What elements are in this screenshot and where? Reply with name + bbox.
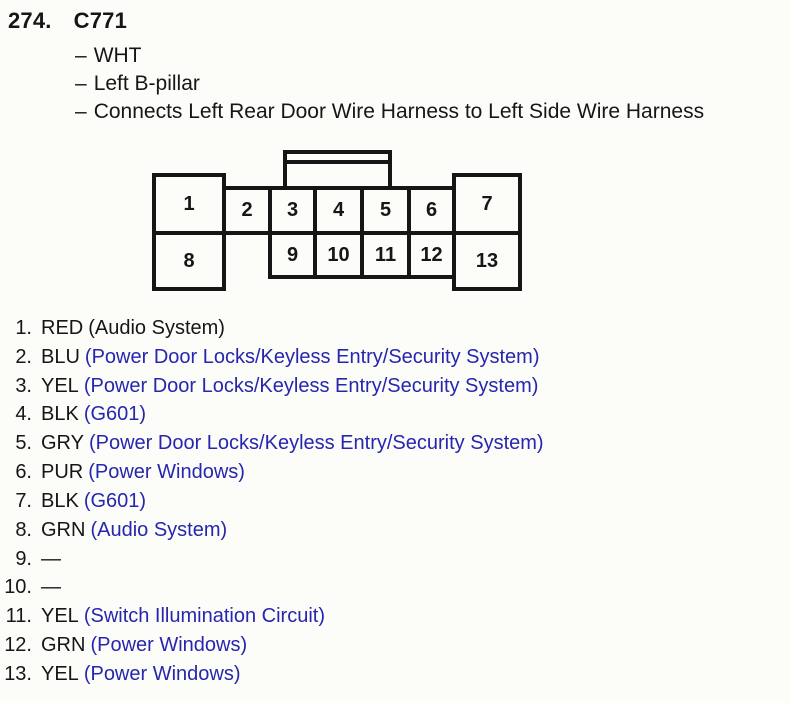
wire-color: GRY [41,432,84,455]
detail-text: WHT [93,44,142,67]
pin-row-8: 8. GRN(Audio System) [0,516,544,545]
latch-tab-line [287,160,388,164]
pin-number: 7. [15,489,32,512]
detail-line-location: –Left B-pillar [75,70,704,98]
circuit-link[interactable]: (Power Windows) [88,461,245,484]
detail-text: Connects Left Rear Door Wire Harness to … [93,100,705,124]
pin-cell-7: 7 [452,173,522,235]
pin-row-10: 10. — [0,573,544,602]
pin-cell-label: 4 [332,199,345,221]
wire-color: — [41,576,61,599]
circuit-link[interactable]: (Audio System) [90,518,228,541]
pin-row-2: 2. BLU(Power Door Locks/Keyless Entry/Sec… [0,343,544,372]
detail-line-color: –WHT [75,42,704,70]
dash-bullet: – [75,72,87,96]
pin-row-1: 1. RED(Audio System) [0,314,544,343]
circuit-link[interactable]: (G601) [83,489,147,512]
pin-cell-10: 10 [313,231,364,279]
pin-cell-12: 12 [407,231,456,279]
pin-row-11: 11. YEL(Switch Illumination Circuit) [0,602,544,631]
pin-number: 11. [5,605,32,628]
pin-number: 4. [15,403,32,426]
pin-cell-label: 9 [286,243,299,266]
pin-cell-11: 11 [360,231,411,279]
wire-color: YEL [41,374,79,397]
pin-row-9: 9. — [0,545,544,574]
pin-cell-label: 7 [481,192,493,215]
pin-row-3: 3. YEL(Power Door Locks/Keyless Entry/Sec… [0,372,544,401]
pin-number: 6. [15,461,32,484]
pin-cell-4: 4 [313,186,364,235]
dash-bullet: – [75,44,87,67]
pin-cell-label: 12 [420,243,443,266]
pin-cell-label: 13 [475,249,499,272]
pin-cell-label: 5 [379,199,392,221]
circuit-link[interactable]: (Power Door Locks/Keyless Entry/Security… [88,432,544,455]
pin-cell-1: 1 [152,173,226,235]
pin-cell-label: 11 [374,243,397,266]
pin-cell-8: 8 [152,231,226,291]
pin-row-5: 5. GRY(Power Door Locks/Keyless Entry/Sec… [0,429,544,458]
pin-number: 3. [15,374,32,397]
circuit-link[interactable]: (Power Windows) [83,662,241,685]
pin-number: 10. [4,576,32,599]
pin-row-6: 6. PUR(Power Windows) [0,458,544,487]
pin-cell-label: 10 [327,243,350,266]
circuit-link[interactable]: (Power Door Locks/Keyless Entry/Security… [83,374,539,397]
entry-number: 274. [8,8,52,33]
circuit-link[interactable]: (Power Windows) [90,634,248,657]
pin-cell-5: 5 [360,186,411,235]
pin-row-7: 7. BLK(G601) [0,487,544,516]
pin-cell-label: 1 [183,192,195,215]
pin-cell-label: 3 [286,199,299,221]
pin-cell-label: 6 [425,199,438,221]
circuit-link[interactable]: (Switch Illumination Circuit) [83,605,325,628]
wire-color: BLK [41,489,79,512]
wire-color: RED [41,317,84,339]
wire-color: — [41,547,61,570]
pin-row-13: 13. YEL(Power Windows) [0,660,544,689]
wire-color: BLK [41,403,79,426]
detail-text: Left B-pillar [93,72,200,96]
pin-row-4: 4. BLK(G601) [0,400,544,429]
pin-number: 12. [4,634,32,657]
connector-latch-tab [283,150,392,190]
pin-row-12: 12. GRN(Power Windows) [0,631,544,660]
connector-id: C771 [73,8,128,33]
circuit-link[interactable]: (G601) [83,403,147,426]
pin-cell-2: 2 [222,186,272,235]
pin-number: 5. [15,432,32,455]
dash-bullet: – [75,100,87,124]
pin-number: 8. [15,518,32,541]
circuit-link[interactable]: (Power Door Locks/Keyless Entry/Security… [84,345,540,368]
connector-details: –WHT –Left B-pillar –Connects Left Rear … [75,42,704,127]
wire-color: YEL [41,662,79,685]
pin-number: 2. [15,345,32,368]
wire-color: BLU [41,345,80,368]
circuit-text: (Audio System) [88,317,225,339]
pin-cell-label: 2 [241,199,253,221]
page-title: 274. C771 [8,8,127,34]
wire-color: GRN [41,634,86,657]
wire-color: PUR [41,461,84,484]
wire-color: GRN [41,518,86,541]
pin-number: 13. [4,662,32,685]
pin-cell-3: 3 [268,186,317,235]
pin-cell-9: 9 [268,231,317,279]
detail-line-function: –Connects Left Rear Door Wire Harness to… [75,98,704,126]
pin-cell-label: 8 [183,249,195,272]
pin-cell-13: 13 [452,231,522,291]
wire-color: YEL [41,605,79,628]
pin-number: 9. [15,547,32,570]
pin-cell-6: 6 [407,186,456,235]
pin-number: 1. [15,317,32,339]
pin-list: 1.RED(Audio System) 2.BLU(Power Door Loc… [0,314,544,689]
